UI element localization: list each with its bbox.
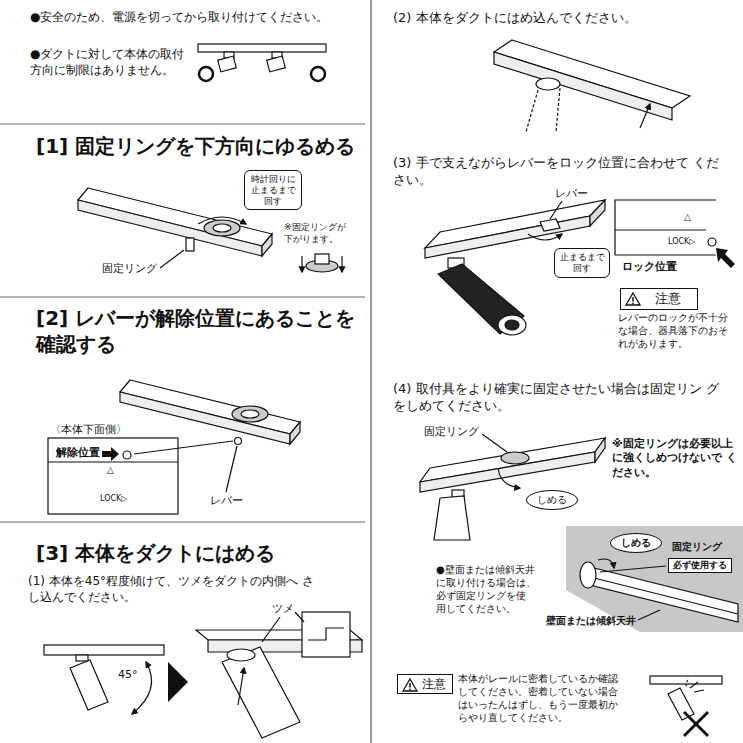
part-label: レバー xyxy=(555,187,588,201)
install-note: ●ダクトに対して本体の取付 方向に制限はありません。 xyxy=(30,47,195,78)
step-heading: [1] 固定リングを下方向にゆるめる xyxy=(36,133,355,159)
step-heading: [2] レバーが解除位置にあることを 確認する xyxy=(36,305,361,357)
wrong-mount-sketch xyxy=(650,676,722,736)
warning-text: レバーのロックが不十分 な場合、器具落下のおそ れがあります。 xyxy=(618,311,736,350)
step-text: (4) 取付具をより確実に固定させたい場合は固定リン グをしめてください。 xyxy=(393,381,729,415)
caution-badge: 注意 xyxy=(620,288,698,310)
ring-note: ※固定リングは必要以上 に強くしめつけないで ください。 xyxy=(612,437,738,480)
wall-note: ●壁面または傾斜天井 に取り付ける場合は、 必ず固定リングを使 用してください。 xyxy=(436,563,538,615)
part-label: 固定リング xyxy=(102,262,157,276)
part-label: ツメ xyxy=(272,602,294,616)
ring-note: ※固定リングが 下がります。 xyxy=(284,222,354,245)
required-badge: 必ず使用する xyxy=(668,558,732,573)
step-text: (2) 本体をダクトにはめ込んでください。 xyxy=(393,10,637,27)
duct-sketch xyxy=(198,44,326,81)
section-divider xyxy=(0,123,365,125)
turn-callout: 止まるまで 回す xyxy=(554,248,610,278)
warning-icon xyxy=(625,292,641,306)
section-divider xyxy=(0,296,365,298)
tighten-callout: しめる xyxy=(610,533,662,553)
callout-text: しめる xyxy=(537,494,567,506)
callout-text: 注意 xyxy=(422,677,446,691)
callout-text: 必ず使用する xyxy=(673,560,727,571)
caution-badge: 注意 xyxy=(397,674,453,694)
section-divider xyxy=(0,521,365,523)
step-text: (3) 手で支えながらレバーをロック位置に合わせて ください。 xyxy=(393,155,729,189)
callout-text: 注意 xyxy=(645,291,691,307)
mounting-sketch xyxy=(44,612,362,738)
position-label: ロック位置 xyxy=(622,260,677,274)
position-label: 解除位置 xyxy=(56,446,100,460)
rail-sketch xyxy=(494,40,690,132)
angle-label: 45° xyxy=(118,668,138,682)
turn-callout: 時計回りに 止まるまで 回す xyxy=(244,170,302,210)
lock-mark: LOCK▷ xyxy=(668,237,695,247)
part-label: レバー xyxy=(210,494,243,508)
lock-mark: △ xyxy=(684,212,691,224)
step-heading: [3] 本体をダクトにはめる xyxy=(36,540,275,566)
column-divider xyxy=(370,0,372,743)
callout-text: 時計回りに 止まるまで 回す xyxy=(249,174,297,206)
warning-icon xyxy=(402,678,418,692)
part-label: 壁面または傾斜天井 xyxy=(546,614,636,627)
warning-text: 本体がレールに密着しているか確認 してください。密着していない場合 はいったんは… xyxy=(458,672,622,724)
part-label: 固定リング xyxy=(670,540,724,553)
view-label: 〈本体下面側〉 xyxy=(50,423,127,437)
lock-mark: △ xyxy=(107,465,114,477)
step-text: (1) 本体を45°程度傾けて、ツメをダクトの内側へ さし込んでください。 xyxy=(28,574,318,605)
rail-sketch xyxy=(48,380,300,514)
part-label: 固定リング xyxy=(424,425,479,439)
safety-note: ●安全のため、電源を切ってから取り付けてください。 xyxy=(30,10,328,26)
callout-text: 止まるまで 回す xyxy=(559,252,605,274)
lock-mark: LOCK▷ xyxy=(100,494,127,504)
tighten-callout: しめる xyxy=(526,490,578,510)
callout-text: しめる xyxy=(621,537,651,549)
rail-sketch xyxy=(420,434,605,540)
